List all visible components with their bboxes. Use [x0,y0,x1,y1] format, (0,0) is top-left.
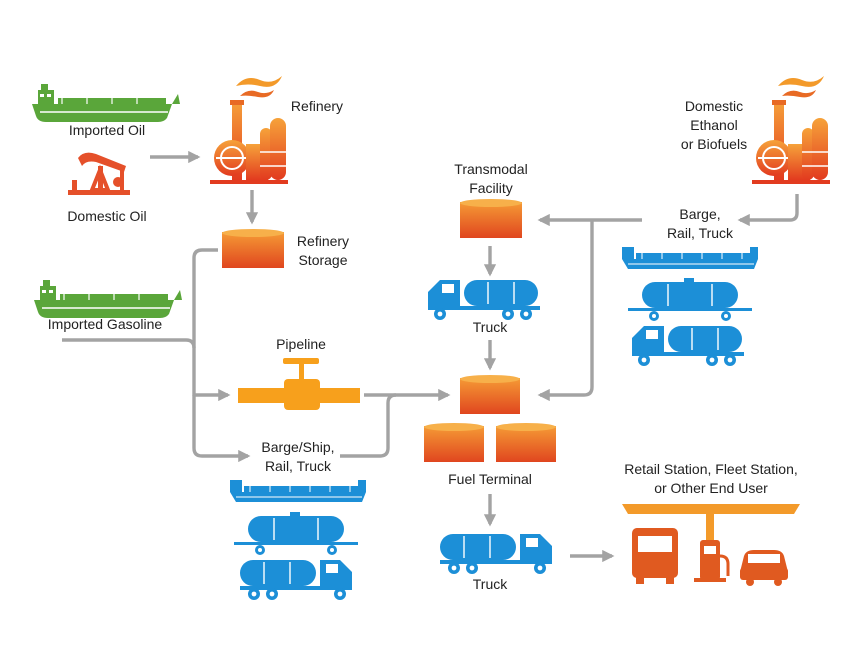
tanker-truck-icon [239,559,353,601]
ethanol-refinery-icon [751,75,831,185]
refinery-icon [209,75,289,185]
storage-to-barge-line [192,395,251,463]
ethanol-down-line [737,194,799,227]
domestic-ethanol-label: Domestic Ethanol or Biofuels [680,98,748,152]
imported-gasoline-label: Imported Gasoline [47,316,163,332]
barge-icon [229,479,367,503]
tanker-truck-icon-right [631,325,745,367]
imported-gasoline-ship-icon [33,279,183,319]
barge-rail-truck-label: Barge, Rail, Truck [666,206,734,241]
transmodal-facility-label: Transmodal Facility [454,161,528,196]
transmodal-tank-icon [460,202,522,238]
transmodal-truck-label: Truck [472,319,508,335]
storage-to-pipeline-line [192,248,231,402]
fuel-terminal-label: Fuel Terminal [448,471,532,487]
barge-icon-right [621,246,759,270]
barge-to-terminal-line [340,393,397,458]
refinery-storage-label: Refinery Storage [296,233,350,268]
barge-ship-rail-truck-label: Barge/Ship, Rail, Truck [261,439,335,474]
pipeline-label: Pipeline [276,336,326,352]
imported-oil-ship-icon [31,83,181,123]
retail-station-label: Retail Station, Fleet Station, or Other … [624,461,798,496]
rail-tank-car-icon-right [627,277,753,322]
transmodal-truck-icon [427,279,541,321]
imported-oil-label: Imported Oil [68,122,146,138]
terminal-truck-icon [439,533,553,575]
fuel-terminal-tanks-icon [424,375,556,462]
flow-lines [62,150,799,563]
domestic-oil-label: Domestic Oil [67,208,147,224]
fuel-station-icon [622,504,800,586]
refinery-storage-tank-icon [222,232,284,268]
refinery-label: Refinery [290,98,344,114]
oil-pump-icon [68,152,130,195]
pipeline-icon [238,358,360,410]
barge-to-terminal-line-right [537,220,594,402]
imported-gasoline-line [62,338,196,349]
terminal-truck-label: Truck [472,576,508,592]
rail-tank-car-icon [233,511,359,556]
